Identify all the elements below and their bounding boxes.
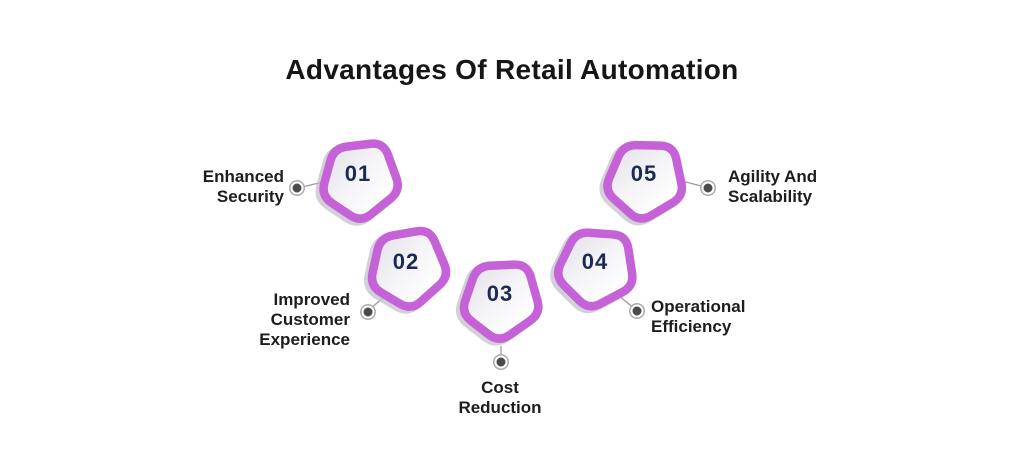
- label-line: Reduction: [458, 398, 542, 417]
- advantage-number-01: 01: [344, 161, 372, 186]
- advantage-number-05: 05: [630, 161, 658, 186]
- pentagon-shape-03: [456, 260, 543, 346]
- label-line: Customer: [270, 310, 350, 329]
- advantage-label-improved-customer-experience: Improved Customer Experience: [259, 290, 350, 350]
- label-line: Efficiency: [651, 317, 732, 336]
- pentagon-shape-02: [364, 226, 451, 314]
- pentagon-shape-05: [599, 140, 687, 226]
- pentagon-shape-04: [550, 228, 637, 314]
- page-title: Advantages Of Retail Automation: [285, 54, 739, 85]
- connector-dot-05: [701, 181, 715, 195]
- advantage-number-04: 04: [581, 249, 609, 274]
- label-line: Scalability: [728, 187, 813, 206]
- label-line: Improved: [273, 290, 350, 309]
- advantage-label-operational-efficiency: Operational Efficiency: [651, 297, 745, 337]
- label-line: Agility And: [728, 167, 818, 186]
- label-line: Experience: [259, 330, 350, 349]
- label-line: Cost: [481, 378, 519, 397]
- label-line: Security: [216, 187, 284, 206]
- connector-dot-03: [494, 355, 508, 369]
- pentagon-shape-01: [315, 139, 402, 226]
- label-line: Operational: [651, 297, 746, 316]
- advantage-label-agility-and-scalability: Agility And Scalability: [728, 167, 817, 207]
- connector-dot-02: [361, 305, 375, 319]
- advantage-number-02: 02: [392, 249, 420, 274]
- advantage-label-enhanced-security: Enhanced Security: [203, 167, 284, 207]
- connector-dot-04: [630, 304, 644, 318]
- connector-dot-01: [290, 181, 304, 195]
- label-line: Enhanced: [202, 167, 284, 186]
- advantage-number-03: 03: [486, 281, 514, 306]
- advantage-label-cost-reduction: Cost Reduction: [425, 378, 575, 418]
